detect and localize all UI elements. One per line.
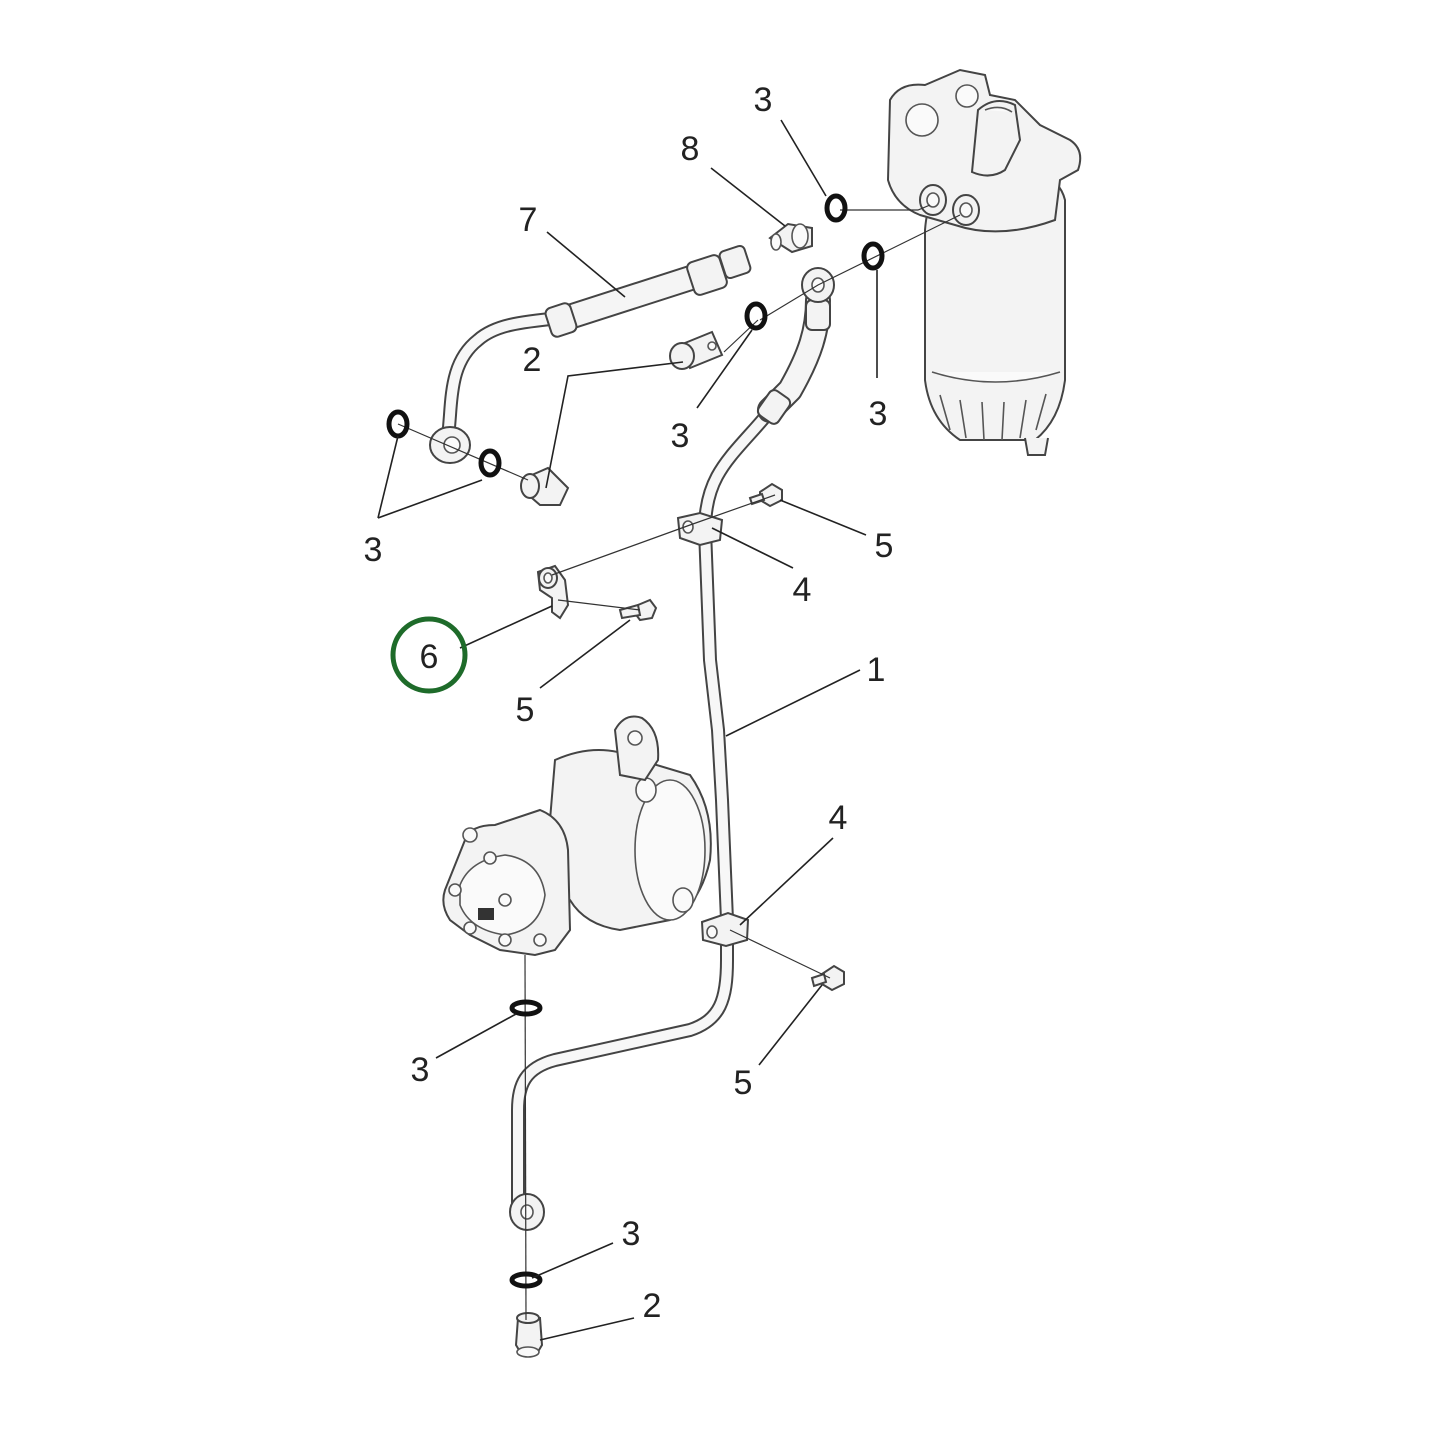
callout-8: 8 xyxy=(681,130,700,168)
callout-2-bottom: 2 xyxy=(643,1287,662,1325)
o-ring-3-left-b xyxy=(478,448,502,478)
o-ring-3-pump xyxy=(509,999,543,1017)
callout-4-lower: 4 xyxy=(829,799,848,837)
o-ring-3-filter xyxy=(861,241,885,271)
adapter-8 xyxy=(768,222,813,254)
callout-3-upper-right: 3 xyxy=(754,81,773,119)
bolt-5-middle xyxy=(618,598,658,622)
callout-3-bottom: 3 xyxy=(622,1215,641,1253)
callout-5-upper: 5 xyxy=(875,527,894,565)
bolt-5-lower xyxy=(810,964,845,992)
bracket-6 xyxy=(536,564,570,620)
clamp-4-upper xyxy=(676,511,724,547)
callout-1: 1 xyxy=(867,651,886,689)
injection-pump xyxy=(442,715,712,957)
leader-lines xyxy=(377,119,878,1341)
o-rings-3 xyxy=(386,193,885,1289)
callout-3-mid-center: 3 xyxy=(671,417,690,455)
callout-5-lower: 5 xyxy=(734,1064,753,1102)
o-ring-3-bottom xyxy=(509,1271,543,1289)
pipe-7 xyxy=(429,244,752,464)
callout-4-upper: 4 xyxy=(793,571,812,609)
callout-6: 6 xyxy=(420,638,439,676)
highlight-circle xyxy=(390,616,468,694)
o-ring-3-adapter xyxy=(824,193,848,223)
callout-7: 7 xyxy=(519,201,538,239)
callout-3-pump: 3 xyxy=(411,1051,430,1089)
banjo-bolt-2-bottom xyxy=(514,1312,544,1358)
banjo-bolt-2-top xyxy=(669,330,724,370)
clamp-4-lower xyxy=(700,911,750,948)
fuel-filter-assembly xyxy=(886,68,1082,456)
callout-3-left: 3 xyxy=(364,531,383,569)
callout-3-filter-right: 3 xyxy=(869,395,888,433)
assembly-axis-lines xyxy=(397,204,961,1321)
callout-5-middle: 5 xyxy=(516,691,535,729)
callout-labels: 7 8 3 2 3 3 3 5 4 6 5 1 4 3 5 3 2 xyxy=(364,81,894,1325)
callout-2-top: 2 xyxy=(523,341,542,379)
pipe-1 xyxy=(509,267,835,1231)
o-ring-3-center xyxy=(744,301,768,331)
banjo-bolt-left xyxy=(520,466,570,506)
